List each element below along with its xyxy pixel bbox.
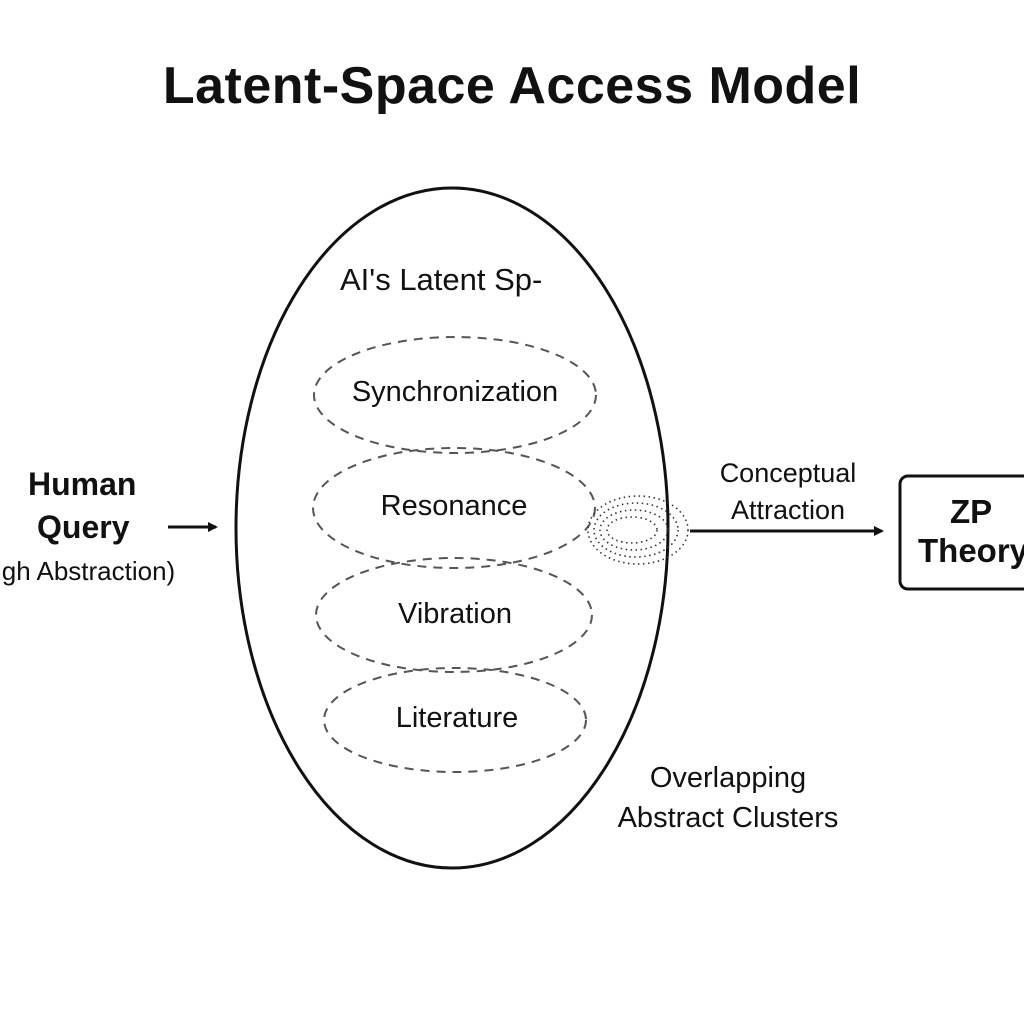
cluster-label-resonance: Resonance: [380, 490, 528, 522]
dotted-attraction-region: [587, 495, 689, 565]
cluster-ellipse-resonance: [312, 447, 596, 569]
zp-theory-line1: ZP: [950, 493, 993, 530]
zp-theory-box: [898, 474, 1024, 591]
attraction-line2: Attraction: [730, 495, 846, 525]
note-line1: Overlapping: [649, 762, 807, 794]
cluster-label-vibration: Vibration: [398, 598, 512, 630]
diagram-title: Latent-Space Access Model: [162, 57, 862, 115]
cluster-ellipse-synchronization: [313, 336, 597, 454]
latent-space-label: AI's Latent Sp-: [340, 262, 543, 297]
latent-space-ellipse: [234, 186, 670, 870]
human-query-line3: igh Abstraction): [0, 556, 176, 586]
cluster-ellipse-literature: [323, 667, 587, 773]
zp-theory-line2: Theory: [918, 532, 1024, 569]
attraction-line1: Conceptual: [719, 458, 857, 488]
cluster-label-synchronization: Synchronization: [351, 376, 559, 408]
cluster-label-literature: Literature: [395, 702, 519, 734]
note-line2: Abstract Clusters: [617, 802, 839, 834]
cluster-ellipse-vibration: [315, 557, 593, 673]
overlapping-clusters-note: Overlapping Abstract Clusters: [588, 758, 868, 838]
human-query-line1: Human: [28, 466, 137, 502]
human-query-line2: Query: [37, 509, 130, 545]
conceptual-attraction-label: Conceptual Attraction: [688, 455, 888, 529]
